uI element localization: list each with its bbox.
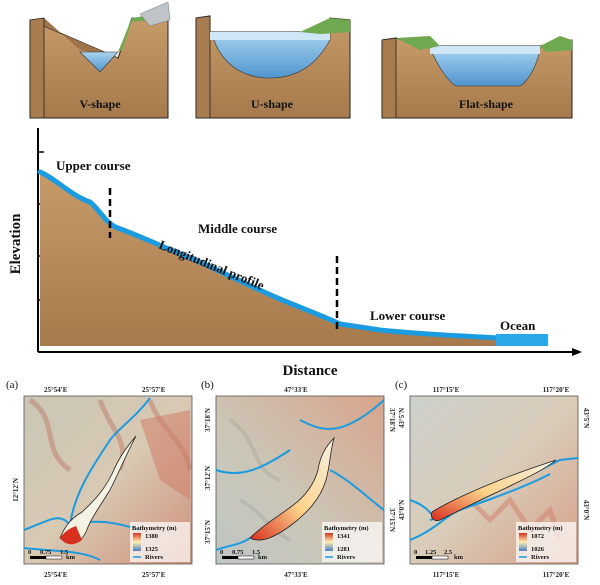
map-c-right-lat-bot: 43°0'N	[582, 500, 590, 520]
v-shape-label: V-shape	[79, 97, 121, 111]
map-a-panel-label: (a)	[6, 379, 19, 391]
map-b: (b) 47°33'E 47°33'E 37°18'N 37°12'N 37°1…	[201, 379, 396, 579]
map-b-legend-rivers: Rivers	[337, 554, 356, 561]
map-b-scale-2: 1.5	[252, 549, 261, 556]
map-b-scale-0: 0	[220, 549, 223, 556]
map-a-scale-1: 0.75	[40, 549, 52, 556]
u-shape-label: U-shape	[251, 97, 294, 111]
map-a-legend-title: Bathymetry (m)	[132, 525, 177, 532]
map-b-panel-label: (b)	[201, 379, 214, 391]
map-b-scale-unit: km	[258, 554, 268, 561]
map-a-left-lat: 12°12'N	[12, 478, 20, 502]
map-c-right-lat-top: 43°5'N	[582, 408, 590, 428]
map-b-bottom-lon: 47°33'E	[284, 571, 308, 579]
u-shape-block: U-shape	[195, 15, 351, 119]
map-a-legend-high: 1380	[145, 533, 158, 540]
map-c-bottom-left-lon: 117°15'E	[433, 571, 460, 579]
ocean-label: Ocean	[500, 318, 536, 333]
terrain-profile	[40, 172, 500, 346]
flat-shape-block: Flat-shape	[381, 36, 573, 119]
elevation-axis-label: Elevation	[8, 213, 24, 274]
map-a-top-left-lon: 25°54'E	[44, 386, 68, 394]
map-b-legend-high: 1341	[337, 533, 350, 540]
map-a-bottom-left-lon: 25°54'E	[44, 571, 68, 579]
map-b-scale-1: 0.75	[232, 549, 244, 556]
v-shape-block: V-shape	[29, 1, 171, 119]
map-c-left-lat-bot: 43°0'N	[398, 500, 406, 520]
map-b-legend-title: Bathymetry (m)	[324, 525, 369, 532]
map-c-top-left-lon: 117°15'E	[433, 386, 460, 394]
ocean-area	[496, 334, 548, 346]
map-a: (a) 25°54'E 25°57'E 25°54'E 25°57'E 12°1…	[6, 379, 193, 579]
map-c-legend-rivers: Rivers	[531, 554, 550, 561]
map-a-legend-low: 1325	[145, 546, 159, 553]
upper-course-label: Upper course	[56, 158, 131, 173]
map-a-legend-ramp	[133, 533, 141, 551]
map-b-left-lat-mid: 37°12'N	[204, 466, 212, 490]
map-b-left-lat-bot: 37°15'N	[204, 520, 212, 544]
map-c-panel-label: (c)	[395, 379, 408, 391]
river-surface-line	[37, 169, 503, 341]
map-b-left-lat-top: 37°18'N	[204, 408, 212, 432]
flat-shape-label: Flat-shape	[459, 97, 514, 111]
map-c: (c) 117°15'E 117°20'E 117°15'E 117°20'E …	[395, 379, 590, 579]
map-c-scale-0: 0	[414, 549, 417, 556]
profile-diagram: Upper course Middle course Longitudinal …	[8, 128, 582, 379]
map-a-scale-0: 0	[28, 549, 31, 556]
lower-course-label: Lower course	[370, 308, 445, 323]
map-b-right-lat-bot: 37°15'N	[388, 508, 396, 532]
map-b-legend-ramp	[325, 533, 333, 551]
map-c-bottom-right-lon: 117°20'E	[543, 571, 570, 579]
distance-axis-label: Distance	[283, 363, 338, 379]
map-b-top-lon: 47°33'E	[284, 386, 308, 394]
map-c-scale-1: 1.25	[425, 549, 437, 556]
map-c-left-lat-top: 43°5'N	[398, 408, 406, 428]
middle-course-label: Middle course	[198, 221, 277, 236]
map-a-top-right-lon: 25°57'E	[142, 386, 166, 394]
map-a-bottom-right-lon: 25°57'E	[142, 571, 166, 579]
map-b-right-lat-top: 37°18'N	[388, 408, 396, 432]
map-c-scale-2: 2.5	[444, 549, 453, 556]
map-c-legend-title: Bathymetry (m)	[518, 525, 563, 532]
map-a-scale-2: 1.5	[60, 549, 69, 556]
map-c-top-right-lon: 117°20'E	[543, 386, 570, 394]
map-c-scale-unit: km	[454, 554, 464, 561]
map-c-legend-ramp	[519, 533, 527, 551]
map-c-legend-low: 1026	[531, 546, 545, 553]
map-a-scale-unit: km	[66, 554, 76, 561]
x-axis-arrow	[572, 348, 582, 356]
map-c-legend-high: 1072	[531, 533, 544, 540]
map-a-legend-rivers: Rivers	[145, 554, 164, 561]
map-b-legend-low: 1281	[337, 546, 350, 553]
